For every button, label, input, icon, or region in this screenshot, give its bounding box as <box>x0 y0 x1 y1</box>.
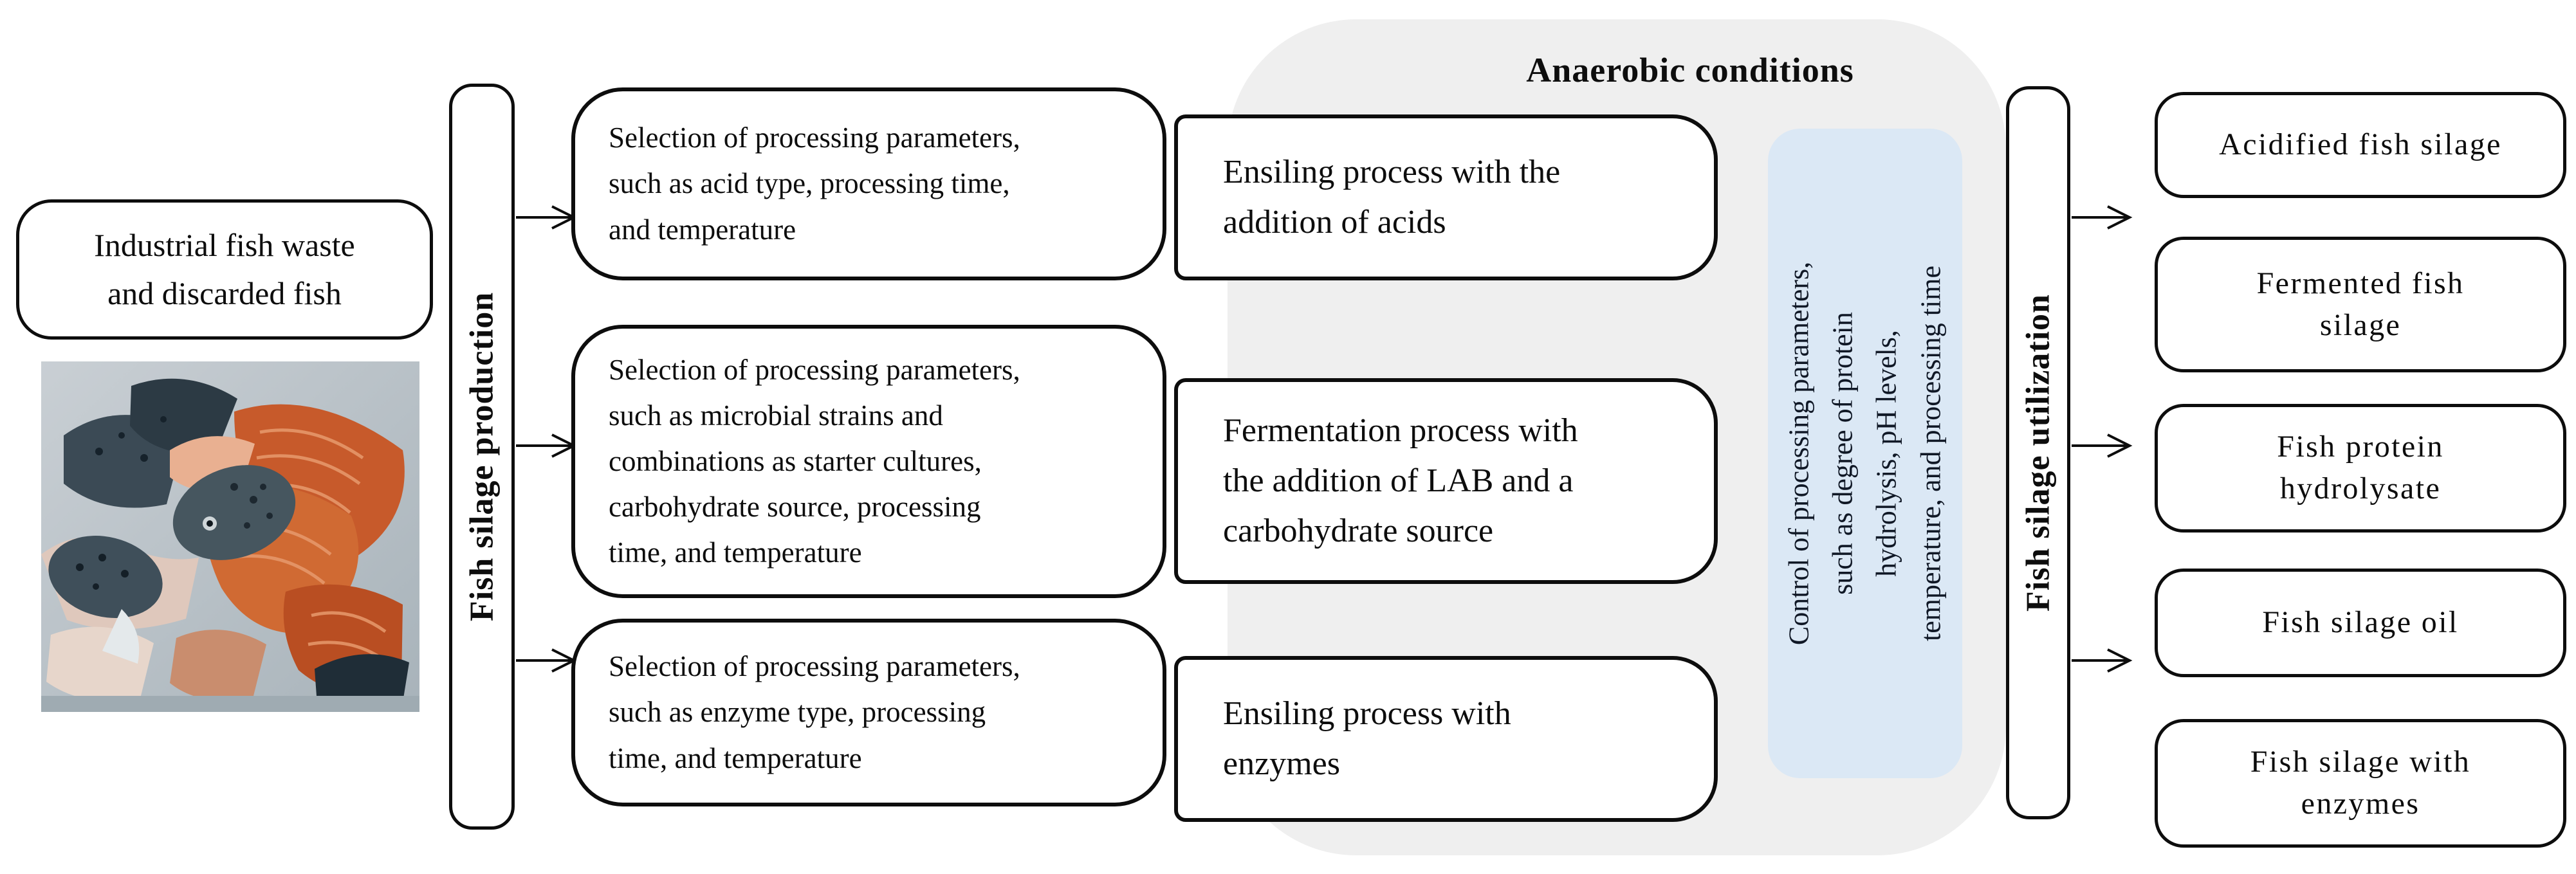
process-box-fermentation-lab: Fermentation process with the addition o… <box>1174 378 1718 584</box>
process-box-fermentation-lab-label: Fermentation process with the addition o… <box>1223 412 1578 549</box>
control-parameters-box: Control of processing parameters, such a… <box>1768 129 1962 778</box>
selection-box-microbial-label: Selection of processing parameters, such… <box>609 353 1020 569</box>
product-box-protein-hydrolysate: Fish protein hydrolysate <box>2155 404 2566 533</box>
process-box-ensiling-enzymes-label: Ensiling process with enzymes <box>1223 695 1511 782</box>
utilization-arrow-2-icon <box>2072 432 2133 460</box>
utilization-arrow-3-icon <box>2072 646 2133 675</box>
production-bar-label: Fish silage production <box>463 291 501 622</box>
industrial-fish-waste-label: Industrial fish waste and discarded fish <box>94 227 355 311</box>
process-box-ensiling-acids: Ensiling process with the addition of ac… <box>1174 114 1718 280</box>
production-arrow-1-icon <box>516 203 577 232</box>
product-box-protein-hydrolysate-label: Fish protein hydrolysate <box>2277 430 2444 505</box>
product-box-fermented-silage-label: Fermented fish silage <box>2256 266 2465 342</box>
selection-box-acids: Selection of processing parameters, such… <box>571 87 1166 280</box>
utilization-arrow-1-icon <box>2072 203 2133 232</box>
product-box-acidified-silage: Acidified fish silage <box>2155 92 2566 198</box>
product-box-silage-oil: Fish silage oil <box>2155 569 2566 677</box>
production-arrow-3-icon <box>516 646 577 675</box>
selection-box-acids-label: Selection of processing parameters, such… <box>609 122 1020 246</box>
product-box-silage-oil-label: Fish silage oil <box>2262 605 2459 640</box>
product-box-silage-enzymes: Fish silage with enzymes <box>2155 719 2566 848</box>
utilization-bar: Fish silage utilization <box>2006 86 2070 819</box>
product-box-silage-enzymes-label: Fish silage with enzymes <box>2250 745 2471 821</box>
production-arrow-2-icon <box>516 432 577 460</box>
process-box-ensiling-acids-label: Ensiling process with the addition of ac… <box>1223 154 1561 241</box>
selection-box-enzymes: Selection of processing parameters, such… <box>571 619 1166 806</box>
industrial-fish-waste-box: Industrial fish waste and discarded fish <box>16 199 433 340</box>
control-parameters-label: Control of processing parameters, such a… <box>1783 261 1947 646</box>
product-box-acidified-silage-label: Acidified fish silage <box>2219 127 2502 162</box>
anaerobic-conditions-title: Anaerobic conditions <box>1526 51 1854 89</box>
selection-box-microbial: Selection of processing parameters, such… <box>571 325 1166 598</box>
fish-waste-photo-graphic <box>41 361 419 712</box>
selection-box-enzymes-label: Selection of processing parameters, such… <box>609 650 1020 774</box>
utilization-bar-label: Fish silage utilization <box>2019 294 2057 612</box>
product-box-fermented-silage: Fermented fish silage <box>2155 237 2566 372</box>
process-box-ensiling-enzymes: Ensiling process with enzymes <box>1174 656 1718 822</box>
production-bar: Fish silage production <box>449 84 515 830</box>
fish-waste-photo <box>41 361 419 712</box>
